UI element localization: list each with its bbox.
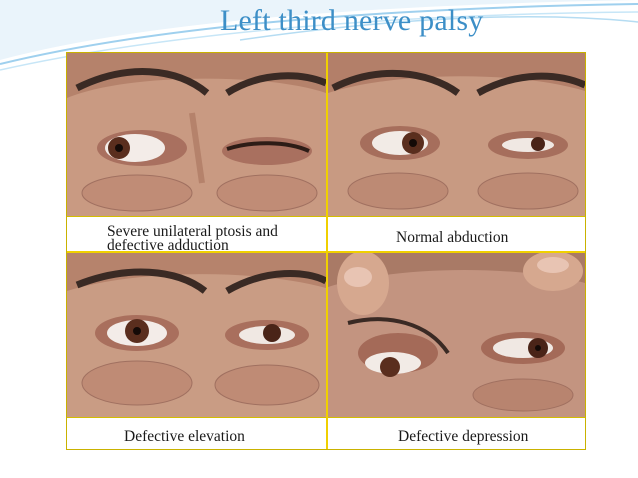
caption-abduction-text: Normal abduction — [396, 229, 509, 246]
photo-elevation — [67, 253, 326, 417]
panel-elevation: Defective elevation — [67, 253, 326, 449]
caption-elevation-text: Defective elevation — [124, 428, 245, 445]
caption-ptosis-line1: Severe unilateral ptosis and — [107, 223, 278, 240]
panel-ptosis: Severe unilateral ptosis and defective a… — [67, 53, 326, 254]
panel-abduction: Normal abduction — [328, 53, 585, 251]
photo-abduction — [328, 53, 585, 216]
panel-depression: Defective depression — [328, 253, 585, 449]
slide-title: Left third nerve palsy — [220, 4, 484, 37]
photo-depression — [328, 253, 585, 417]
photo-grid: Severe unilateral ptosis and defective a… — [66, 52, 586, 450]
grid-horizontal-divider — [67, 251, 585, 253]
caption-ptosis-line2: defective adduction — [107, 237, 229, 254]
caption-abduction: Normal abduction — [328, 216, 585, 251]
caption-ptosis: Severe unilateral ptosis and defective a… — [67, 216, 326, 254]
caption-depression-text: Defective depression — [398, 428, 529, 445]
caption-elevation: Defective elevation — [67, 417, 326, 449]
caption-depression: Defective depression — [328, 417, 585, 449]
photo-ptosis — [67, 53, 326, 216]
